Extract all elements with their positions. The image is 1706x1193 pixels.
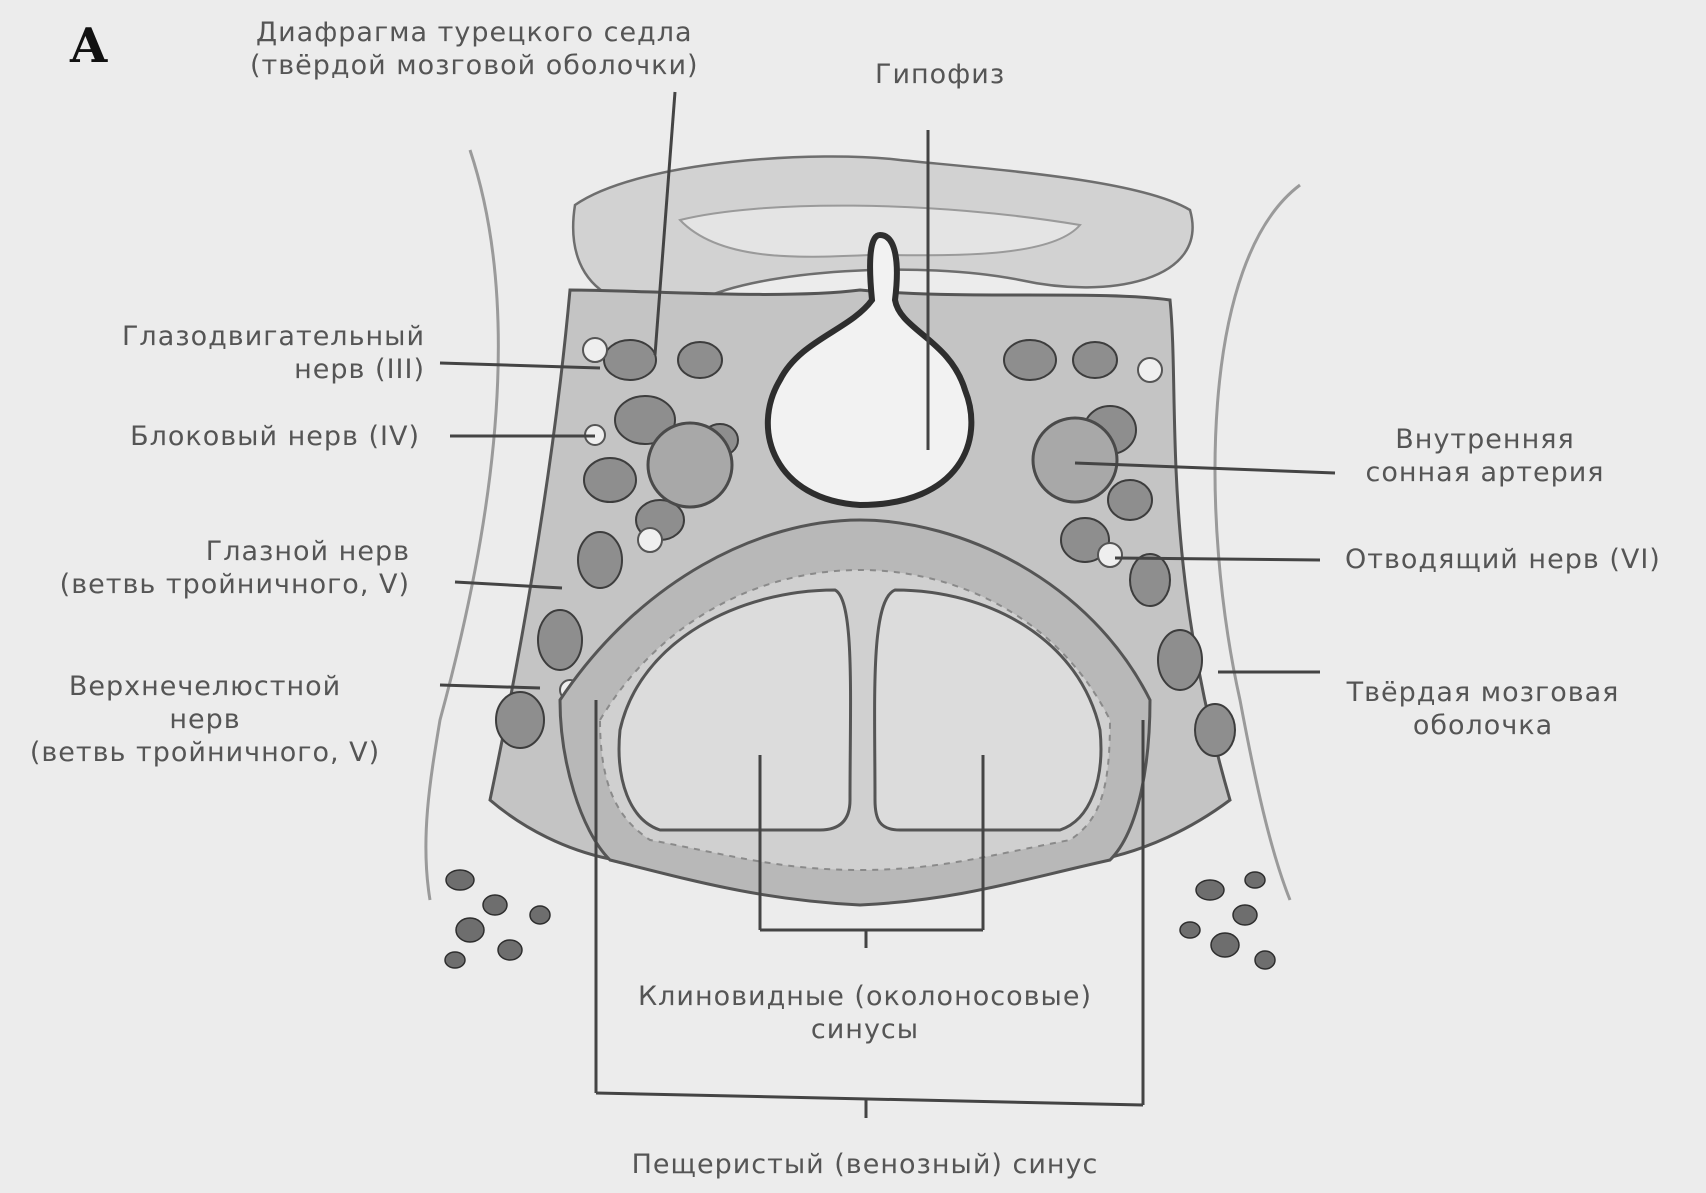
label-oculomotor-nerve: Глазодвигательный нерв (III) xyxy=(80,320,425,386)
label-abducens-nerve: Отводящий нерв (VI) xyxy=(1345,543,1661,576)
label-internal-carotid-artery: Внутренняя сонная артерия xyxy=(1340,423,1630,489)
label-trochlear-nerve: Блоковый нерв (IV) xyxy=(80,420,420,453)
label-cavernous-sinus: Пещеристый (венозный) синус xyxy=(600,1148,1130,1181)
label-sphenoid-sinuses: Клиновидные (околоносовые) синусы xyxy=(600,980,1130,1046)
label-dura-mater: Твёрдая мозговая оболочка xyxy=(1338,676,1628,742)
label-hypophysis: Гипофиз xyxy=(875,58,1005,91)
panel-letter: A xyxy=(70,18,107,74)
label-diaphragma: Диафрагма турецкого седла (твёрдой мозго… xyxy=(250,16,699,82)
label-maxillary-nerve: Верхнечелюстной нерв (ветвь тройничного,… xyxy=(10,670,400,769)
label-ophthalmic-nerve: Глазной нерв (ветвь тройничного, V) xyxy=(20,535,410,601)
